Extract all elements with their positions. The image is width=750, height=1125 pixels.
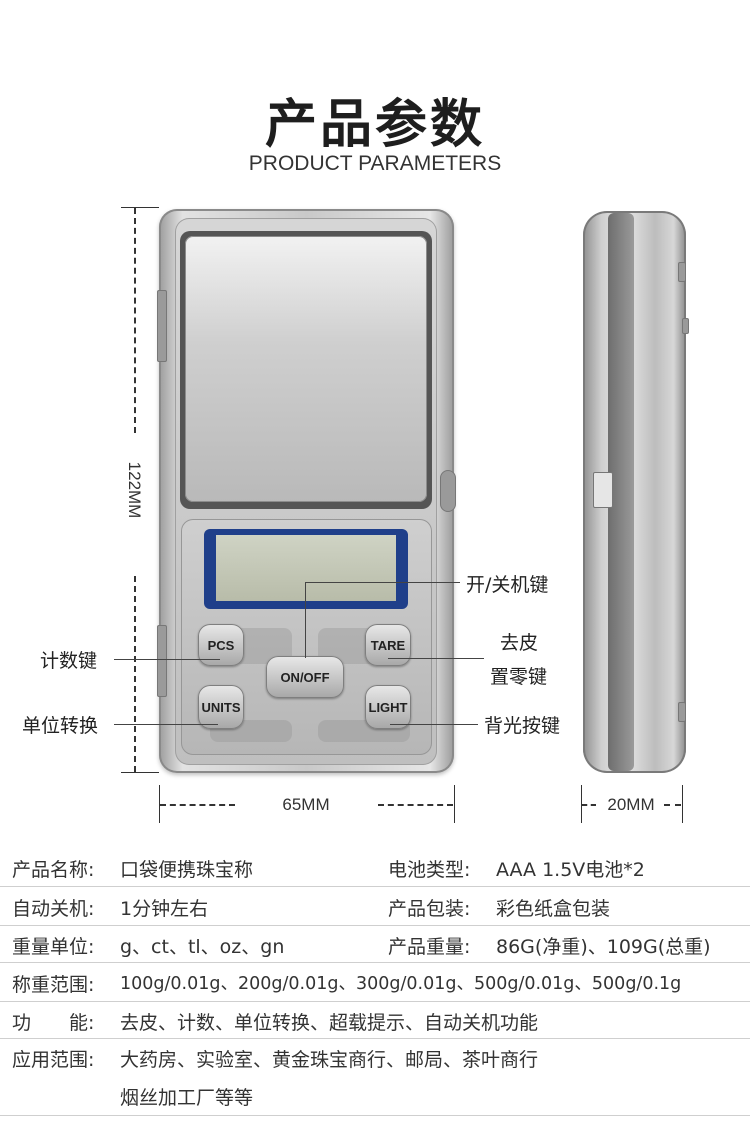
spec-range-value: 100g/0.01g、200g/0.01g、300g/0.01g、500g/0.… <box>120 974 682 994</box>
width-dim-line-right <box>378 804 453 806</box>
tare-key-label-2: 置零键 <box>490 666 548 688</box>
height-dim-label: 122MM <box>125 461 144 519</box>
power-callout-line <box>305 582 460 583</box>
width-dim-line-left <box>160 804 235 806</box>
spec-function-value: 去皮、计数、单位转换、超载提示、自动关机功能 <box>120 1012 539 1034</box>
scale-hinge-bottom <box>157 625 167 697</box>
spec-battery-label: 电池类型: <box>388 859 471 881</box>
height-dim-bottom-tick <box>121 772 159 773</box>
light-key-label: 背光按键 <box>484 715 561 737</box>
power-callout-vline <box>305 582 306 658</box>
units-key-label: 单位转换 <box>22 715 99 737</box>
spec-apply-value-1: 大药房、实验室、黄金珠宝商行、邮局、茶叶商行 <box>120 1049 539 1071</box>
count-callout-line <box>114 659 220 660</box>
lcd-display <box>216 535 396 601</box>
depth-dim-right-tick <box>682 785 683 823</box>
width-dim-left-tick <box>159 785 160 823</box>
height-dim-top-tick <box>121 207 159 208</box>
spec-row-6: 应用范围: 大药房、实验室、黄金珠宝商行、邮局、茶叶商行 烟丝加工厂等等 <box>0 1039 750 1116</box>
side-button-top <box>678 262 686 282</box>
spec-row-4: 称重范围: 100g/0.01g、200g/0.01g、300g/0.01g、5… <box>0 963 750 1002</box>
spec-weight-value: 86G(净重)、109G(总重) <box>496 936 711 958</box>
scale-latch <box>440 470 456 512</box>
spec-function-label: 功 能: <box>12 1012 95 1034</box>
side-button-bottom <box>678 702 686 722</box>
spec-auto-off-value: 1分钟左右 <box>120 898 209 920</box>
height-dim-line-top <box>134 208 136 433</box>
scale-hinge-top <box>157 290 167 362</box>
spec-unit-value: g、ct、tl、oz、gn <box>120 936 285 958</box>
spec-row-1: 产品名称: 口袋便携珠宝称 电池类型: AAA 1.5V电池*2 <box>0 848 750 887</box>
tare-callout-line <box>388 658 484 659</box>
spec-range-label: 称重范围: <box>12 974 95 996</box>
page-subtitle: PRODUCT PARAMETERS <box>248 152 502 175</box>
spec-package-label: 产品包装: <box>388 898 471 920</box>
weighing-pan <box>185 236 427 502</box>
side-button-mid <box>682 318 689 334</box>
light-callout-line <box>390 724 478 725</box>
spec-row-3: 重量单位: g、ct、tl、oz、gn 产品重量: 86G(净重)、109G(总… <box>0 926 750 963</box>
depth-dim-left-tick <box>581 785 582 823</box>
spec-apply-label: 应用范围: <box>12 1049 95 1071</box>
spec-battery-value: AAA 1.5V电池*2 <box>496 859 645 881</box>
spec-row-5: 功 能: 去皮、计数、单位转换、超载提示、自动关机功能 <box>0 1002 750 1039</box>
spec-unit-label: 重量单位: <box>12 936 95 958</box>
on-off-button[interactable]: ON/OFF <box>266 656 344 698</box>
spec-auto-off-label: 自动关机: <box>12 898 95 920</box>
spec-row-2: 自动关机: 1分钟左右 产品包装: 彩色纸盒包装 <box>0 887 750 926</box>
count-key-label: 计数键 <box>40 650 98 672</box>
depth-dim-line-right <box>664 804 681 806</box>
width-dim-label: 65MM <box>282 795 330 814</box>
depth-dim-label: 20MM <box>607 795 655 814</box>
tare-key-label-1: 去皮 <box>500 632 539 654</box>
power-key-label: 开/关机键 <box>466 574 549 596</box>
depth-dim-line-left <box>582 804 596 806</box>
spec-apply-value-2: 烟丝加工厂等等 <box>120 1087 254 1109</box>
side-clip <box>593 472 613 508</box>
spec-name-label: 产品名称: <box>12 859 95 881</box>
units-callout-line <box>114 724 218 725</box>
light-button[interactable]: LIGHT <box>365 685 411 729</box>
spec-package-value: 彩色纸盒包装 <box>496 898 611 920</box>
spec-name-value: 口袋便携珠宝称 <box>120 859 254 881</box>
height-dim-line-bottom <box>134 576 136 772</box>
spec-weight-label: 产品重量: <box>388 936 471 958</box>
tare-button[interactable]: TARE <box>365 624 411 666</box>
width-dim-right-tick <box>454 785 455 823</box>
page-title: 产品参数 <box>264 95 485 155</box>
units-button[interactable]: UNITS <box>198 685 244 729</box>
